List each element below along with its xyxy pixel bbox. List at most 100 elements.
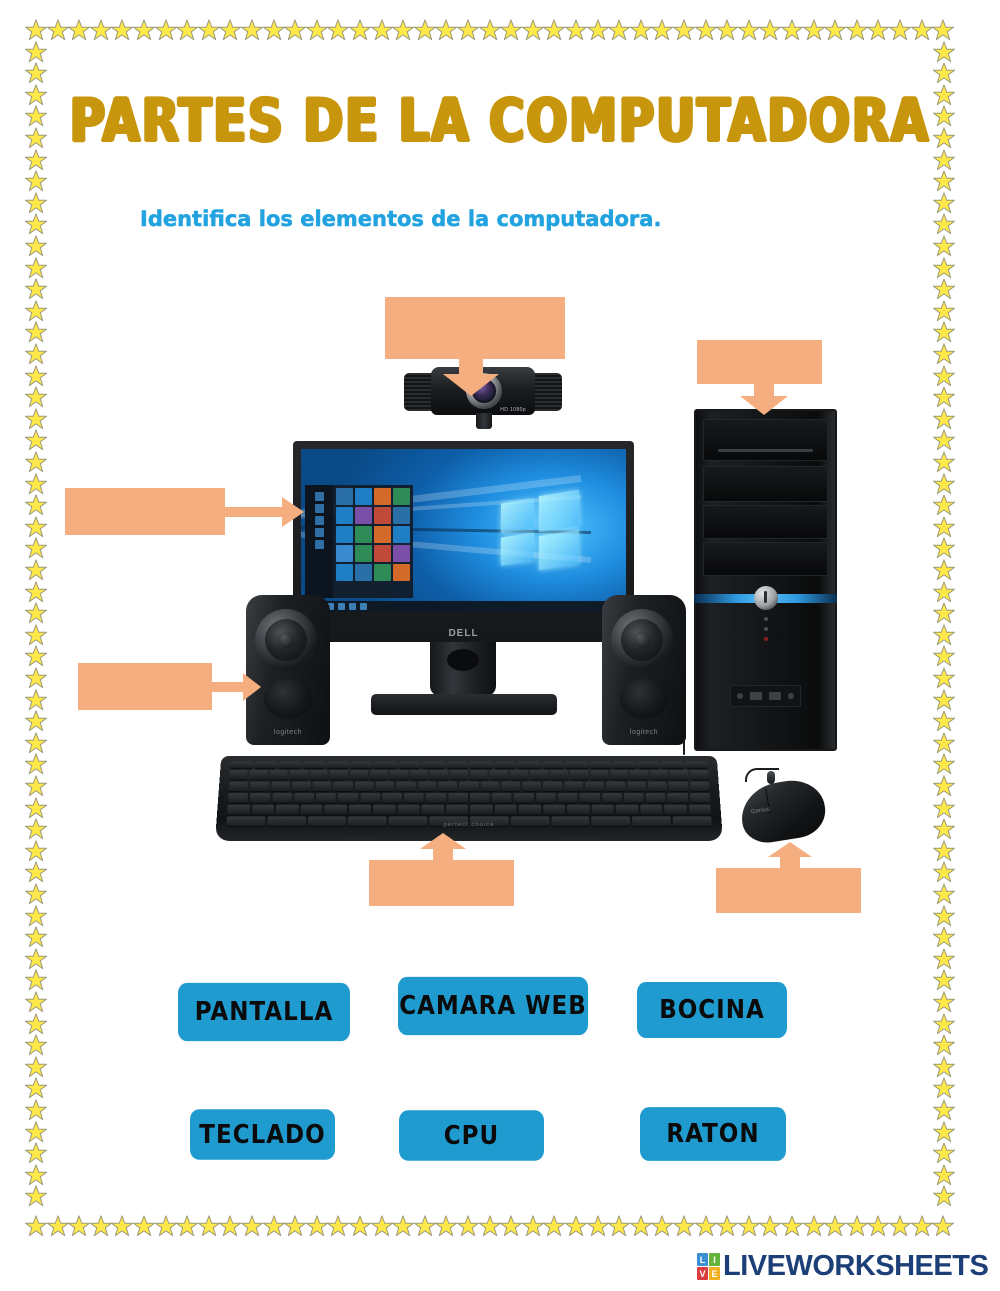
keyboard-key bbox=[510, 770, 529, 780]
star-icon bbox=[478, 19, 501, 41]
star-icon bbox=[25, 343, 47, 365]
star-icon bbox=[370, 19, 393, 41]
answer-box-keyboard[interactable] bbox=[369, 860, 514, 906]
keyboard-key bbox=[349, 770, 369, 780]
keyboard-key bbox=[425, 793, 446, 803]
star-icon bbox=[25, 451, 47, 473]
keyboard-key bbox=[668, 781, 689, 792]
webcam-spec-label: HD 1080p bbox=[500, 407, 526, 413]
star-icon bbox=[133, 1215, 155, 1237]
star-icon bbox=[25, 840, 47, 862]
star-icon bbox=[25, 645, 47, 667]
keyboard-key-row bbox=[227, 793, 711, 803]
answer-box-speaker[interactable] bbox=[78, 663, 212, 710]
star-icon bbox=[586, 1215, 609, 1237]
keyboard-key bbox=[350, 761, 373, 769]
word-tile-pantalla[interactable]: PANTALLA bbox=[178, 982, 350, 1042]
star-icon bbox=[219, 19, 242, 41]
star-icon bbox=[25, 278, 47, 300]
word-tile-cpu[interactable]: CPU bbox=[399, 1110, 544, 1161]
keyboard-key bbox=[623, 793, 645, 803]
keyboard-key bbox=[249, 793, 271, 803]
star-icon bbox=[284, 1215, 307, 1237]
start-menu-tile bbox=[374, 507, 391, 524]
star-icon bbox=[933, 365, 955, 387]
star-icon bbox=[370, 1215, 393, 1237]
star-icon bbox=[176, 19, 199, 41]
star-icon bbox=[478, 1215, 501, 1237]
star-icon bbox=[933, 1056, 955, 1078]
answer-box-monitor[interactable] bbox=[65, 488, 225, 535]
instruction-text: Identifica los elementos de la computado… bbox=[140, 207, 662, 232]
star-icon bbox=[543, 19, 566, 41]
keyboard-key bbox=[490, 770, 509, 780]
keyboard-key bbox=[491, 793, 512, 803]
star-icon bbox=[25, 559, 47, 581]
star-icon bbox=[651, 1215, 674, 1237]
star-icon bbox=[68, 1215, 91, 1237]
star-icon bbox=[241, 19, 263, 41]
star-icon bbox=[933, 624, 955, 646]
keyboard-key bbox=[315, 793, 337, 803]
star-icon bbox=[933, 386, 955, 408]
keyboard-key bbox=[590, 770, 609, 780]
star-icon bbox=[933, 710, 955, 732]
keyboard-key bbox=[249, 770, 269, 780]
keyboard-key bbox=[480, 781, 500, 792]
star-icon bbox=[543, 1215, 566, 1237]
star-icon bbox=[133, 19, 155, 41]
star-icon bbox=[933, 408, 955, 430]
tower-front-ports bbox=[730, 685, 801, 707]
word-tile-raton[interactable]: RATON bbox=[640, 1107, 786, 1161]
keyboard-key bbox=[293, 793, 315, 803]
star-icon bbox=[327, 19, 350, 41]
keyboard-key bbox=[270, 781, 291, 792]
star-icon bbox=[111, 19, 134, 41]
word-tile-bocina[interactable]: BOCINA bbox=[637, 982, 787, 1038]
star-icon bbox=[25, 170, 47, 192]
star-icon bbox=[933, 1121, 955, 1143]
keyboard-key bbox=[513, 793, 534, 803]
star-icon bbox=[910, 1215, 933, 1237]
answer-box-cpu[interactable] bbox=[697, 340, 822, 384]
word-tile-teclado[interactable]: TECLADO bbox=[190, 1109, 335, 1160]
star-icon bbox=[933, 192, 955, 214]
star-icon bbox=[25, 494, 47, 516]
star-icon bbox=[25, 1164, 47, 1186]
logo-block-l: L bbox=[697, 1253, 708, 1266]
star-icon bbox=[932, 19, 955, 41]
answer-box-webcam[interactable] bbox=[385, 297, 565, 359]
star-icon bbox=[111, 1215, 134, 1237]
start-menu-tile bbox=[355, 507, 372, 524]
star-icon bbox=[413, 1215, 436, 1237]
word-tile-camara-web[interactable]: CAMARA WEB bbox=[398, 976, 588, 1036]
keyboard-key bbox=[333, 781, 353, 792]
star-icon bbox=[933, 602, 955, 624]
start-menu-tile bbox=[393, 488, 410, 505]
star-icon bbox=[25, 62, 47, 84]
logo-block-e: E bbox=[709, 1267, 720, 1280]
star-icon bbox=[176, 1215, 199, 1237]
start-menu-tile bbox=[336, 564, 353, 581]
keyboard-key bbox=[449, 770, 469, 780]
star-icon bbox=[933, 516, 955, 538]
star-icon bbox=[327, 1215, 350, 1237]
star-icon bbox=[933, 818, 955, 840]
monitor-stand-base bbox=[371, 694, 557, 715]
speaker-driver bbox=[620, 679, 668, 719]
keyboard-key bbox=[417, 781, 437, 792]
power-button-icon[interactable] bbox=[754, 586, 778, 610]
keyboard-key bbox=[493, 761, 516, 769]
star-icon bbox=[933, 473, 955, 495]
start-menu-tile bbox=[355, 488, 372, 505]
star-icon bbox=[25, 473, 47, 495]
star-icon bbox=[781, 1215, 803, 1237]
star-icon bbox=[46, 1215, 69, 1237]
star-icon bbox=[933, 213, 955, 235]
star-icon bbox=[89, 1215, 112, 1237]
speaker-left-image: logitech bbox=[246, 595, 330, 745]
answer-box-mouse[interactable] bbox=[716, 868, 861, 913]
tower-bay bbox=[703, 466, 828, 502]
keyboard-key bbox=[690, 770, 709, 780]
